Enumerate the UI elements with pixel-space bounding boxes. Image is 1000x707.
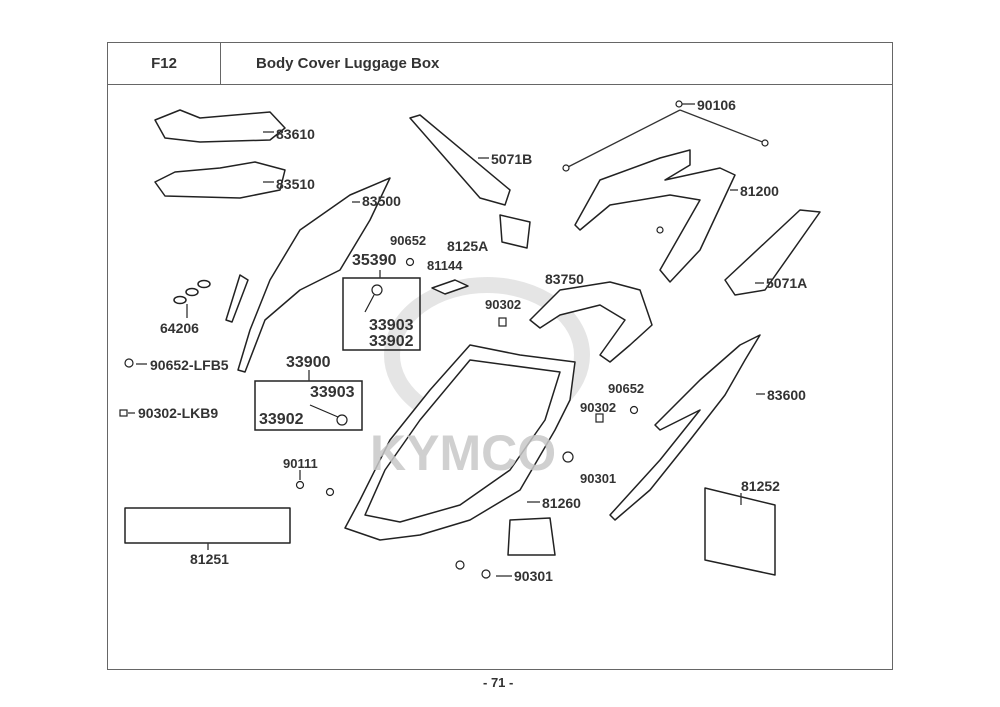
label-83500: 83500 [362, 193, 401, 209]
label-64206: 64206 [160, 320, 199, 336]
label-81252: 81252 [741, 478, 780, 494]
section-code: F12 [108, 43, 221, 84]
label-81251: 81251 [190, 551, 229, 567]
part-64206 [173, 295, 187, 305]
label-33903-a: 33903 [369, 317, 414, 334]
fastener-90106 [675, 100, 683, 108]
label-83510: 83510 [276, 176, 315, 192]
fastener-90301 [562, 451, 574, 463]
label-90302: 90302 [485, 297, 522, 312]
label-33903-b: 33903 [310, 384, 355, 401]
page-number: - 71 - [483, 675, 514, 690]
label-81260: 81260 [542, 495, 581, 511]
fastener-90652-lfb5 [124, 358, 134, 368]
label-83750: 83750 [545, 271, 584, 287]
label-90301-a: 90301 [580, 471, 617, 486]
watermark-text: KYMCO [370, 425, 556, 481]
label-90301-b: 90301 [514, 568, 553, 584]
part-81144 [431, 279, 469, 295]
label-90652-b: 90652 [608, 381, 645, 396]
label-8125A: 8125A [447, 238, 489, 254]
part-5071B [409, 114, 511, 206]
label-33900: 33900 [286, 354, 331, 371]
label-33902-b: 33902 [259, 411, 304, 428]
part-83500 [237, 177, 391, 373]
part-luggage-box [344, 344, 576, 541]
part-81251 [124, 507, 291, 544]
part-5071A [724, 209, 821, 296]
part-83600 [609, 334, 761, 521]
label-90652-LFB5: 90652-LFB5 [150, 357, 229, 373]
header-row: F12 Body Cover Luggage Box [108, 43, 892, 85]
part-83750 [529, 281, 653, 363]
label-81200: 81200 [740, 183, 779, 199]
kit-box-35390 [342, 277, 421, 351]
label-5071A: 5071A [766, 275, 808, 291]
section-title: Body Cover Luggage Box [256, 55, 440, 72]
label-90302-b: 90302 [580, 400, 617, 415]
part-83610 [154, 109, 286, 143]
label-5071B: 5071B [491, 151, 533, 167]
part-luggage-box-inner [364, 359, 561, 523]
fastener-90302 [498, 317, 507, 327]
label-90106: 90106 [697, 97, 736, 113]
part-81200 [574, 149, 736, 283]
label-90111: 90111 [283, 456, 318, 471]
diagram-frame: F12 Body Cover Luggage Box [107, 42, 893, 670]
label-90652: 90652 [390, 233, 427, 248]
part-bracket [225, 274, 249, 323]
label-83600: 83600 [767, 387, 806, 403]
part-81252 [704, 487, 776, 576]
fastener-90111 [295, 480, 305, 490]
part-8125A [499, 214, 531, 249]
label-90302-LKB9: 90302-LKB9 [138, 405, 219, 421]
fastener-90302-lkb9 [119, 409, 128, 417]
label-83610: 83610 [276, 126, 315, 142]
label-81144: 81144 [427, 258, 463, 273]
part-81260 [507, 517, 556, 556]
label-33902-a: 33902 [369, 333, 414, 350]
label-35390: 35390 [352, 252, 397, 269]
fastener-90652 [405, 257, 415, 267]
part-83510 [154, 161, 286, 199]
